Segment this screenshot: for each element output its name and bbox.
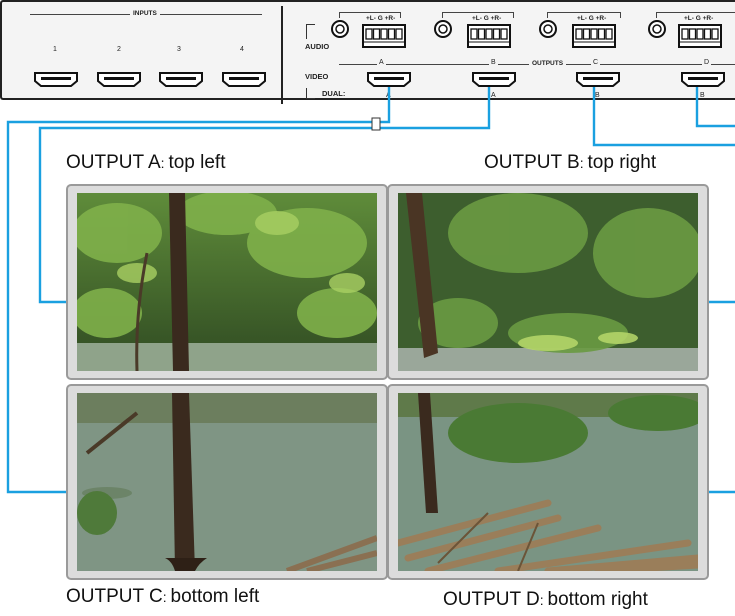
terminal-block-icon[interactable] bbox=[572, 24, 616, 48]
input-number-1: 1 bbox=[53, 46, 57, 53]
output-c-hdmi-port[interactable] bbox=[575, 71, 621, 87]
terminal-block-icon[interactable] bbox=[467, 24, 511, 48]
output-letter-c: C bbox=[591, 59, 601, 66]
monitor-output-d bbox=[387, 384, 709, 580]
cable-output-d bbox=[695, 87, 735, 128]
caption-b-name: OUTPUT B bbox=[484, 152, 580, 173]
output-letter-b: B bbox=[489, 59, 498, 66]
inputs-label: INPUTS bbox=[130, 10, 160, 17]
output-a-hdmi-port[interactable] bbox=[366, 71, 412, 87]
input-number-3: 3 bbox=[177, 46, 181, 53]
terminal-polarity-label: +L- G +R- bbox=[472, 15, 502, 22]
jungle-scene-top-right bbox=[398, 193, 698, 371]
caption-output-c: OUTPUT C: bottom left bbox=[66, 586, 260, 607]
input-number-2: 2 bbox=[117, 46, 121, 53]
caption-d-name: OUTPUT D bbox=[443, 589, 540, 610]
caption-output-d: OUTPUT D: bottom right bbox=[443, 589, 648, 610]
output-letter-a: A bbox=[377, 59, 386, 66]
terminal-polarity-label: +L- G +R- bbox=[684, 15, 714, 22]
jungle-scene-top-left bbox=[77, 193, 377, 371]
cable-output-b bbox=[38, 87, 491, 304]
monitor-output-a bbox=[66, 184, 388, 380]
caption-b-position: top right bbox=[587, 152, 657, 173]
audio-jack-icon[interactable] bbox=[538, 19, 558, 39]
dual-letter-c: B bbox=[595, 92, 600, 99]
caption-a-name: OUTPUT A bbox=[66, 152, 161, 173]
audio-jack-icon[interactable] bbox=[330, 19, 350, 39]
output-b-hdmi-port[interactable] bbox=[471, 71, 517, 87]
audio-jack-icon[interactable] bbox=[433, 19, 453, 39]
caption-output-a: OUTPUT A: top left bbox=[66, 152, 226, 173]
jungle-scene-bottom-left bbox=[77, 393, 377, 571]
output-d-hdmi-port[interactable] bbox=[680, 71, 726, 87]
dual-letter-b: A bbox=[491, 92, 496, 99]
audio-bracket bbox=[306, 24, 315, 39]
dual-letter-d: B bbox=[700, 92, 705, 99]
video-label: VIDEO bbox=[305, 72, 329, 81]
cable-output-a bbox=[6, 87, 391, 494]
audio-jack-icon[interactable] bbox=[647, 19, 667, 39]
jungle-scene-bottom-right bbox=[398, 393, 698, 571]
terminal-block-icon[interactable] bbox=[678, 24, 722, 48]
output-letter-d: D bbox=[702, 59, 712, 66]
monitor-output-b bbox=[387, 184, 709, 380]
input-4-hdmi-port[interactable] bbox=[221, 71, 267, 87]
outputs-label: OUTPUTS bbox=[529, 60, 567, 67]
input-number-4: 4 bbox=[240, 46, 244, 53]
monitor-output-c bbox=[66, 384, 388, 580]
input-1-hdmi-port[interactable] bbox=[33, 71, 79, 87]
video-bracket bbox=[306, 88, 315, 99]
caption-output-b: OUTPUT B: top right bbox=[484, 152, 657, 173]
caption-c-name: OUTPUT C bbox=[66, 586, 163, 607]
cable-crossover-marker bbox=[371, 117, 381, 131]
audio-label: AUDIO bbox=[305, 42, 330, 51]
terminal-block-icon[interactable] bbox=[362, 24, 406, 48]
input-2-hdmi-port[interactable] bbox=[96, 71, 142, 87]
dual-label: DUAL: bbox=[322, 89, 346, 98]
input-3-hdmi-port[interactable] bbox=[158, 71, 204, 87]
cable-output-c bbox=[592, 87, 735, 147]
caption-d-position: bottom right bbox=[547, 589, 648, 610]
caption-c-position: bottom left bbox=[170, 586, 260, 607]
terminal-polarity-label: +L- G +R- bbox=[366, 15, 396, 22]
caption-a-position: top left bbox=[168, 152, 226, 173]
panel-divider bbox=[281, 6, 283, 104]
terminal-polarity-label: +L- G +R- bbox=[577, 15, 607, 22]
